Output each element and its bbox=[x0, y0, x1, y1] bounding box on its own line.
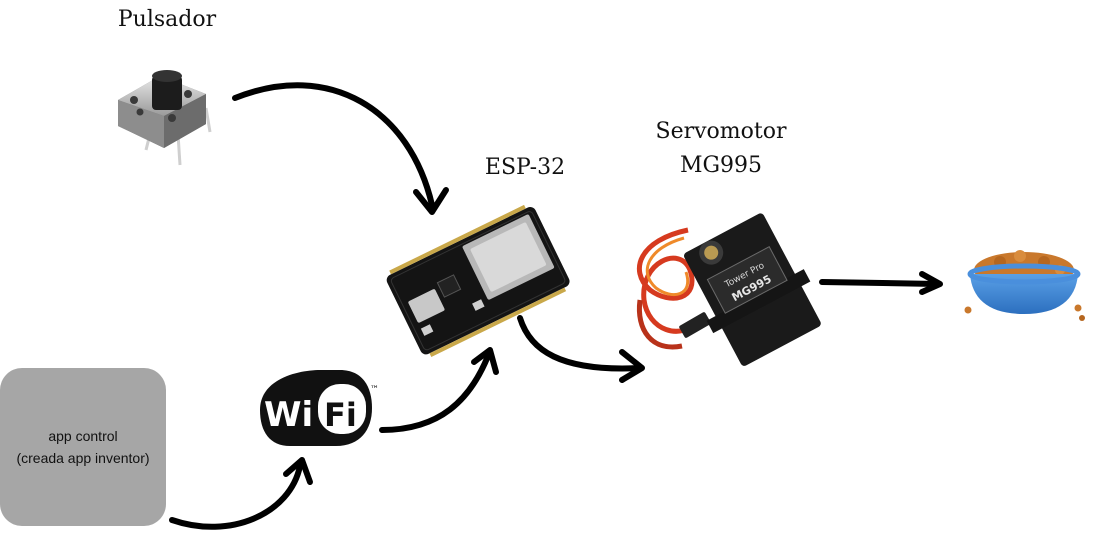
wifi-logo-tm: ™ bbox=[370, 385, 379, 395]
wifi-logo-fi: Fi bbox=[324, 396, 357, 434]
esp32-board-icon bbox=[386, 204, 570, 357]
arrow-wifi-to-esp32 bbox=[379, 347, 499, 433]
servomotor-icon: Tower Pro MG995 bbox=[636, 213, 821, 366]
app-control-title: app control bbox=[48, 428, 118, 444]
flow-arrows bbox=[169, 82, 943, 530]
food-bowl-icon bbox=[964, 250, 1085, 321]
wifi-logo-icon: Wi Fi ™ bbox=[260, 370, 379, 446]
arrow-app-to-wifi bbox=[169, 457, 313, 530]
pushbutton-icon bbox=[118, 70, 212, 166]
esp32-label: ESP-32 bbox=[484, 155, 566, 180]
servo-label-line2: MG995 bbox=[679, 153, 763, 178]
arrow-pulsador-to-esp32 bbox=[232, 82, 449, 215]
app-control-subtitle: (creada app inventor) bbox=[16, 450, 150, 466]
arrow-esp32-to-servo bbox=[517, 315, 645, 383]
app-control-box: app control (creada app inventor) bbox=[0, 368, 166, 526]
arrow-servo-to-bowl bbox=[819, 271, 943, 295]
servo-label-line1: Servomotor bbox=[655, 119, 787, 144]
pulsador-label: Pulsador bbox=[117, 7, 217, 32]
wifi-logo-wi: Wi bbox=[264, 395, 313, 435]
